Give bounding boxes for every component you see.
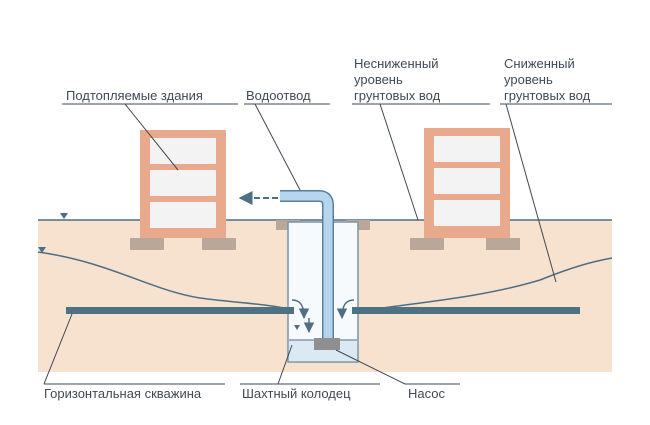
label-lowered-level-line3: грунтовых вод bbox=[504, 88, 591, 103]
label-natural-level-line1: Несниженный bbox=[354, 56, 438, 71]
label-pump: Насос bbox=[408, 386, 445, 401]
horizontal-well-right bbox=[352, 307, 580, 314]
leader-lines bbox=[43, 103, 612, 385]
label-horizontal-well: Горизонтальная скважина bbox=[44, 386, 202, 401]
right-building bbox=[410, 128, 520, 250]
inflow-arrow-left bbox=[291, 299, 310, 320]
well-water-level-marker bbox=[294, 325, 300, 330]
label-lowered-level-line2: уровень bbox=[504, 72, 553, 87]
label-drain: Водоотвод bbox=[246, 88, 311, 103]
label-natural-level-line3: грунтовых вод bbox=[354, 88, 441, 103]
water-level-marker-left bbox=[60, 213, 68, 219]
left-building bbox=[130, 130, 236, 250]
water-level-marker-inner bbox=[38, 247, 46, 253]
label-lowered-level-line1: Сниженный bbox=[504, 56, 575, 71]
label-natural-level-line2: уровень bbox=[354, 72, 403, 87]
horizontal-well-left bbox=[66, 307, 294, 314]
pump bbox=[314, 338, 340, 350]
label-buildings: Подтопляемые здания bbox=[66, 88, 203, 103]
label-shaft-well: Шахтный колодец bbox=[242, 386, 351, 401]
inflow-arrow-right bbox=[336, 299, 355, 320]
